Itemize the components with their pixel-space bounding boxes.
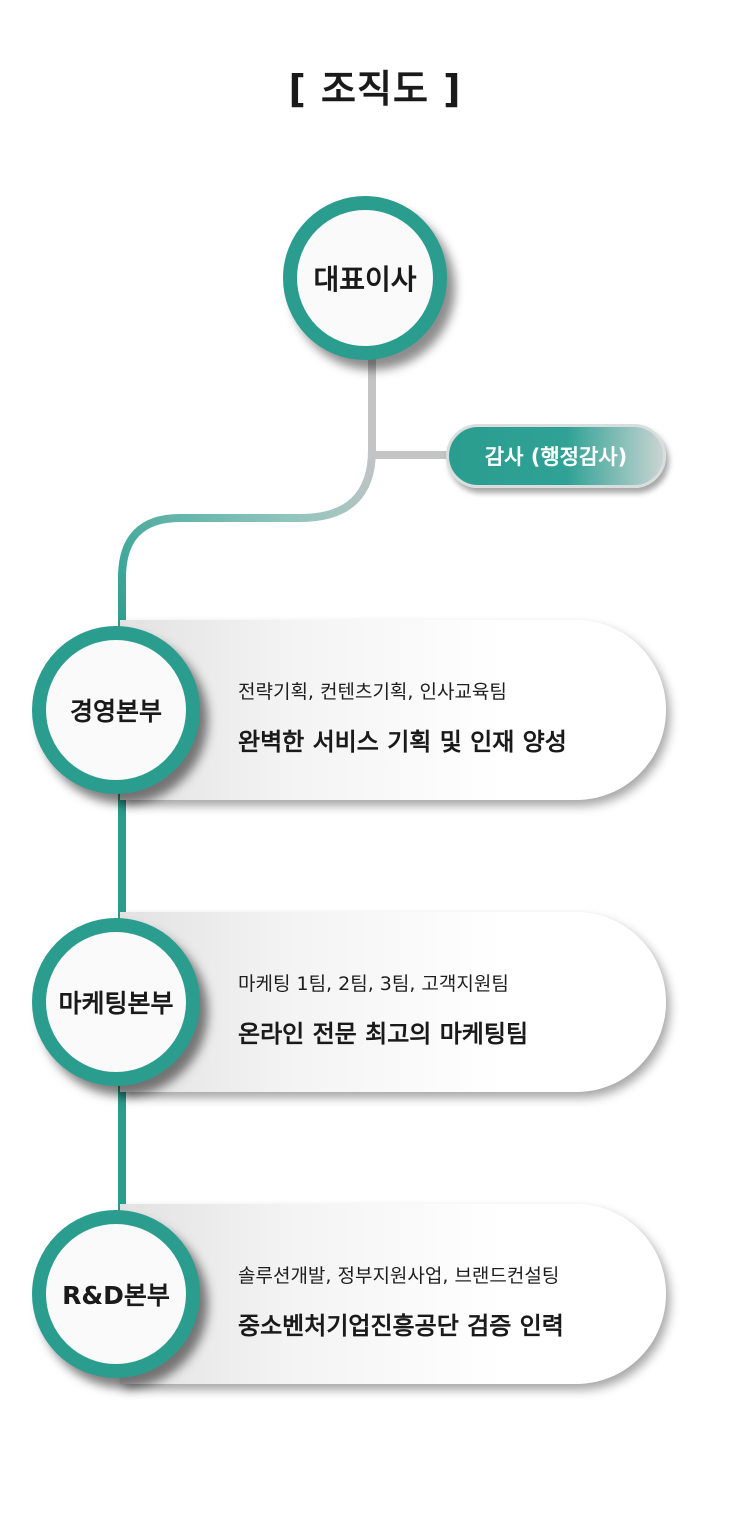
main-curve-connector — [118, 449, 376, 640]
dept-card-rnd — [120, 1204, 666, 1384]
dept-teams-marketing: 마케팅 1팀, 2팀, 3팀, 고객지원팀 — [238, 973, 509, 995]
dept-teams-management: 전략기획, 컨텐츠기획, 인사교육팀 — [238, 681, 507, 703]
audit-node: 감사 (행정감사) — [446, 424, 666, 488]
dept-node-marketing: 마케팅본부 — [32, 918, 200, 1086]
dept-description-rnd: 중소벤처기업진흥공단 검증 인력 — [238, 1312, 564, 1340]
dept-node-rnd: R&D본부 — [32, 1210, 200, 1378]
page-title: [ 조직도 ] — [288, 67, 462, 111]
dept-node-management: 경영본부 — [32, 626, 200, 794]
ceo-node: 대표이사 — [283, 196, 447, 360]
dept-card-marketing — [120, 912, 666, 1092]
dept-teams-rnd: 솔루션개발, 정부지원사업, 브랜드컨설팅 — [238, 1265, 560, 1287]
dept-description-management: 완벽한 서비스 기획 및 인재 양성 — [238, 728, 567, 756]
dept-description-marketing: 온라인 전문 최고의 마케팅팀 — [238, 1020, 529, 1048]
dept-card-management — [120, 620, 666, 800]
